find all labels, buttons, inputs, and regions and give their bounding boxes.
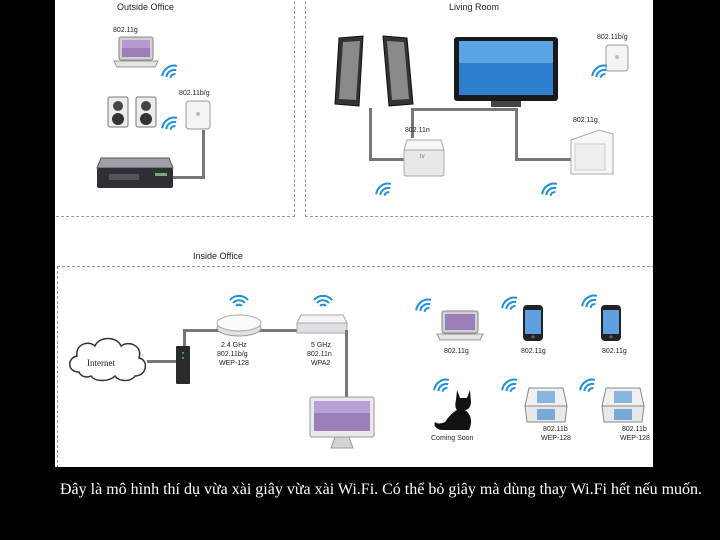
living-wire-mid — [411, 108, 414, 138]
tv-icon — [453, 36, 559, 115]
apple-tv-label: 802.11n — [405, 127, 430, 134]
airport-label-3: WEP-128 — [219, 360, 249, 367]
speaker-panels-icon — [333, 34, 417, 113]
wifi-icon — [579, 378, 596, 392]
wifi-icon — [591, 64, 608, 78]
internet-label: Internet — [87, 358, 115, 368]
inside-laptop-label: 802.11g — [444, 348, 469, 355]
router-label-2: 802.11n — [307, 351, 332, 358]
wifi-icon — [229, 294, 249, 307]
airport-base-station-icon — [215, 312, 263, 343]
inside-wire-modem-v — [183, 330, 186, 346]
inside-office-title: Inside Office — [193, 251, 243, 261]
living-wire-left — [369, 108, 372, 160]
wifi-icon — [541, 182, 558, 196]
outside-wire-v — [202, 130, 205, 178]
living-wire-tv-v — [515, 108, 518, 160]
modem-icon — [175, 345, 191, 390]
wifi-icon — [313, 294, 333, 307]
svg-text:tv: tv — [420, 154, 425, 160]
laptop-icon — [113, 36, 159, 75]
caption-text: Đây là mô hình thí dụ vừa xài giây vừa x… — [60, 481, 703, 498]
access-point-icon — [605, 44, 629, 77]
nintendo-ds-icon — [521, 386, 571, 429]
inside-wire-cloud — [147, 360, 177, 363]
wifi-icon — [415, 298, 432, 312]
inside-wire-top — [183, 329, 343, 332]
outside-office-panel — [55, 0, 295, 217]
imac-icon — [309, 396, 375, 455]
printer-icon — [95, 152, 175, 197]
airport-label-2: 802.11b/g — [217, 351, 248, 358]
ds1-label-2: WEP-128 — [541, 435, 571, 442]
speakers-icon — [107, 95, 159, 134]
outside-wire-h — [173, 176, 205, 179]
outside-laptop-label: 802.11g — [113, 27, 138, 34]
phone2-label: 802.11g — [602, 348, 627, 355]
smartphone-icon — [522, 304, 544, 347]
ds2-label-2: WEP-128 — [620, 435, 650, 442]
wifi-icon — [501, 378, 518, 392]
wii-label: 802.11g — [573, 117, 598, 124]
wii-console-icon — [569, 126, 615, 181]
cat-icon — [427, 386, 479, 437]
wifi-icon — [161, 64, 178, 78]
router-icon — [295, 313, 349, 340]
nintendo-ds-icon — [598, 386, 648, 429]
router-label-3: WPA2 — [311, 360, 331, 367]
living-wire-left-h — [369, 158, 405, 161]
living-room-panel — [305, 0, 653, 217]
living-ap-label: 802.11b/g — [597, 34, 628, 41]
apple-tv-icon: tv — [403, 138, 445, 183]
phone1-label: 802.11g — [521, 348, 546, 355]
outside-office-title: Outside Office — [117, 2, 174, 12]
living-wire-tv — [411, 108, 515, 111]
network-diagram: Outside Office 802.11g 802.11b/g — [55, 0, 653, 467]
inside-office-panel — [57, 266, 653, 467]
airport-label-1: 2.4 GHz — [221, 342, 247, 349]
inside-wire-imac — [345, 330, 348, 398]
coming-soon-label: Coming Soon — [431, 435, 474, 442]
access-point-icon — [185, 100, 211, 135]
outside-ap-label: 802.11b/g — [179, 90, 210, 97]
laptop-icon — [436, 310, 484, 347]
smartphone-icon — [600, 304, 622, 347]
ds1-label-1: 802.11b — [543, 426, 568, 433]
wifi-icon — [375, 182, 392, 196]
wifi-icon — [161, 116, 178, 130]
ds2-label-1: 802.11b — [622, 426, 647, 433]
wifi-icon — [501, 296, 518, 310]
internet-cloud-icon — [65, 330, 149, 389]
wifi-icon — [433, 378, 450, 392]
living-room-title: Living Room — [449, 2, 500, 12]
living-wire-right-h — [515, 158, 571, 161]
wifi-icon — [581, 294, 598, 308]
router-label-1: 5 GHz — [311, 342, 331, 349]
